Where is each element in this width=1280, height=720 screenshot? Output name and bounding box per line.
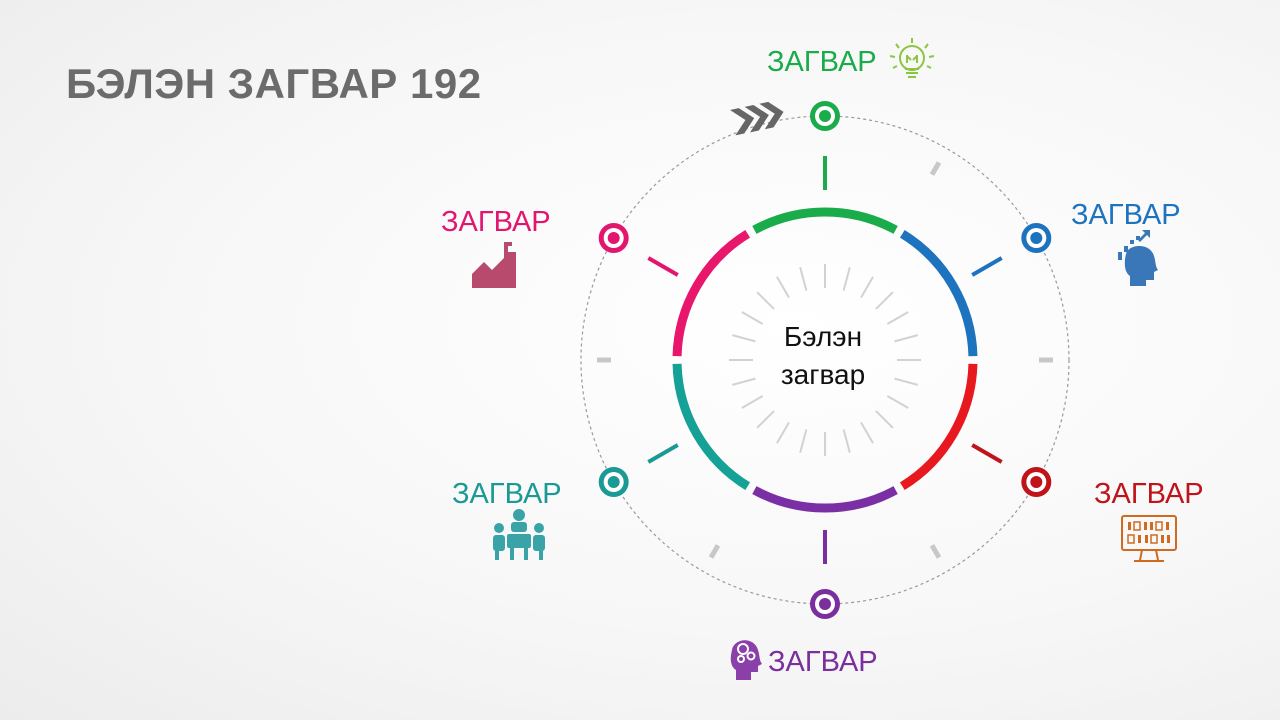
ring-segment-5: [672, 363, 751, 491]
inner-tick: [732, 334, 756, 343]
center-label-line-1: Бэлэн: [783, 321, 863, 352]
computer-binary-icon: [1121, 515, 1177, 562]
node-label-upper-right: ЗАГВАР: [1071, 199, 1181, 231]
inner-tick: [799, 267, 808, 291]
center-label: Бэлэн загвар: [723, 318, 923, 394]
ring-segment-2: [899, 229, 978, 357]
inner-tick: [860, 421, 874, 444]
inner-tick: [842, 267, 851, 291]
connector-lines: [647, 156, 1003, 564]
inner-tick: [732, 377, 756, 386]
ring-segment-6: [672, 229, 751, 357]
center-label-line-2: загвар: [780, 359, 866, 390]
inner-tick: [886, 395, 909, 409]
outer-tick: [929, 161, 942, 176]
inner-tick: [875, 291, 894, 310]
inner-tick: [860, 276, 874, 299]
outer-dashed-circle: [580, 115, 1070, 605]
lightbulb-icon: [889, 38, 935, 78]
node-marker-dot-2: [1030, 232, 1043, 244]
node-marker-dot-4: [819, 598, 831, 610]
inner-ticks: [729, 264, 921, 456]
factory-icon: [472, 242, 516, 288]
inner-color-ring: [672, 207, 978, 513]
inner-tick: [799, 429, 808, 453]
node-marker-dot-3: [1030, 476, 1043, 488]
node-label-upper-left: ЗАГВАР: [441, 206, 551, 238]
inner-tick: [741, 395, 764, 409]
inner-tick: [741, 311, 764, 325]
inner-tick: [776, 421, 790, 444]
outer-ticks: [597, 161, 1053, 559]
ring-segment-4: [752, 486, 898, 513]
inner-tick: [894, 334, 918, 343]
connector-5: [647, 443, 679, 464]
connector-6: [647, 256, 679, 277]
inner-tick: [886, 311, 909, 325]
chevron-arrows-icon: [730, 101, 784, 136]
node-label-top: ЗАГВАР: [767, 46, 877, 78]
node-label-lower-left: ЗАГВАР: [452, 478, 562, 510]
inner-tick: [875, 410, 894, 429]
slide-title: БЭЛЭН ЗАГВАР 192: [66, 60, 482, 107]
inner-tick: [756, 291, 775, 310]
node-marker-dot-1: [819, 110, 831, 122]
node-label-lower-right: ЗАГВАР: [1094, 478, 1204, 510]
inner-tick: [756, 410, 775, 429]
outer-tick: [708, 544, 721, 559]
meeting-icon: [493, 509, 545, 560]
inner-tick: [894, 377, 918, 386]
node-markers: [598, 101, 1052, 619]
node-marker-dot-6: [607, 232, 620, 244]
head-growth-icon: [1118, 230, 1158, 286]
inner-tick: [842, 429, 851, 453]
head-gears-icon: [730, 640, 762, 680]
node-marker-dot-5: [607, 476, 620, 488]
connector-3: [971, 443, 1003, 464]
outer-tick: [929, 544, 942, 559]
inner-tick: [776, 276, 790, 299]
connector-2: [971, 256, 1003, 277]
node-label-bottom: ЗАГВАР: [768, 646, 878, 678]
ring-segment-3: [899, 363, 978, 491]
ring-segment-1: [752, 207, 898, 234]
